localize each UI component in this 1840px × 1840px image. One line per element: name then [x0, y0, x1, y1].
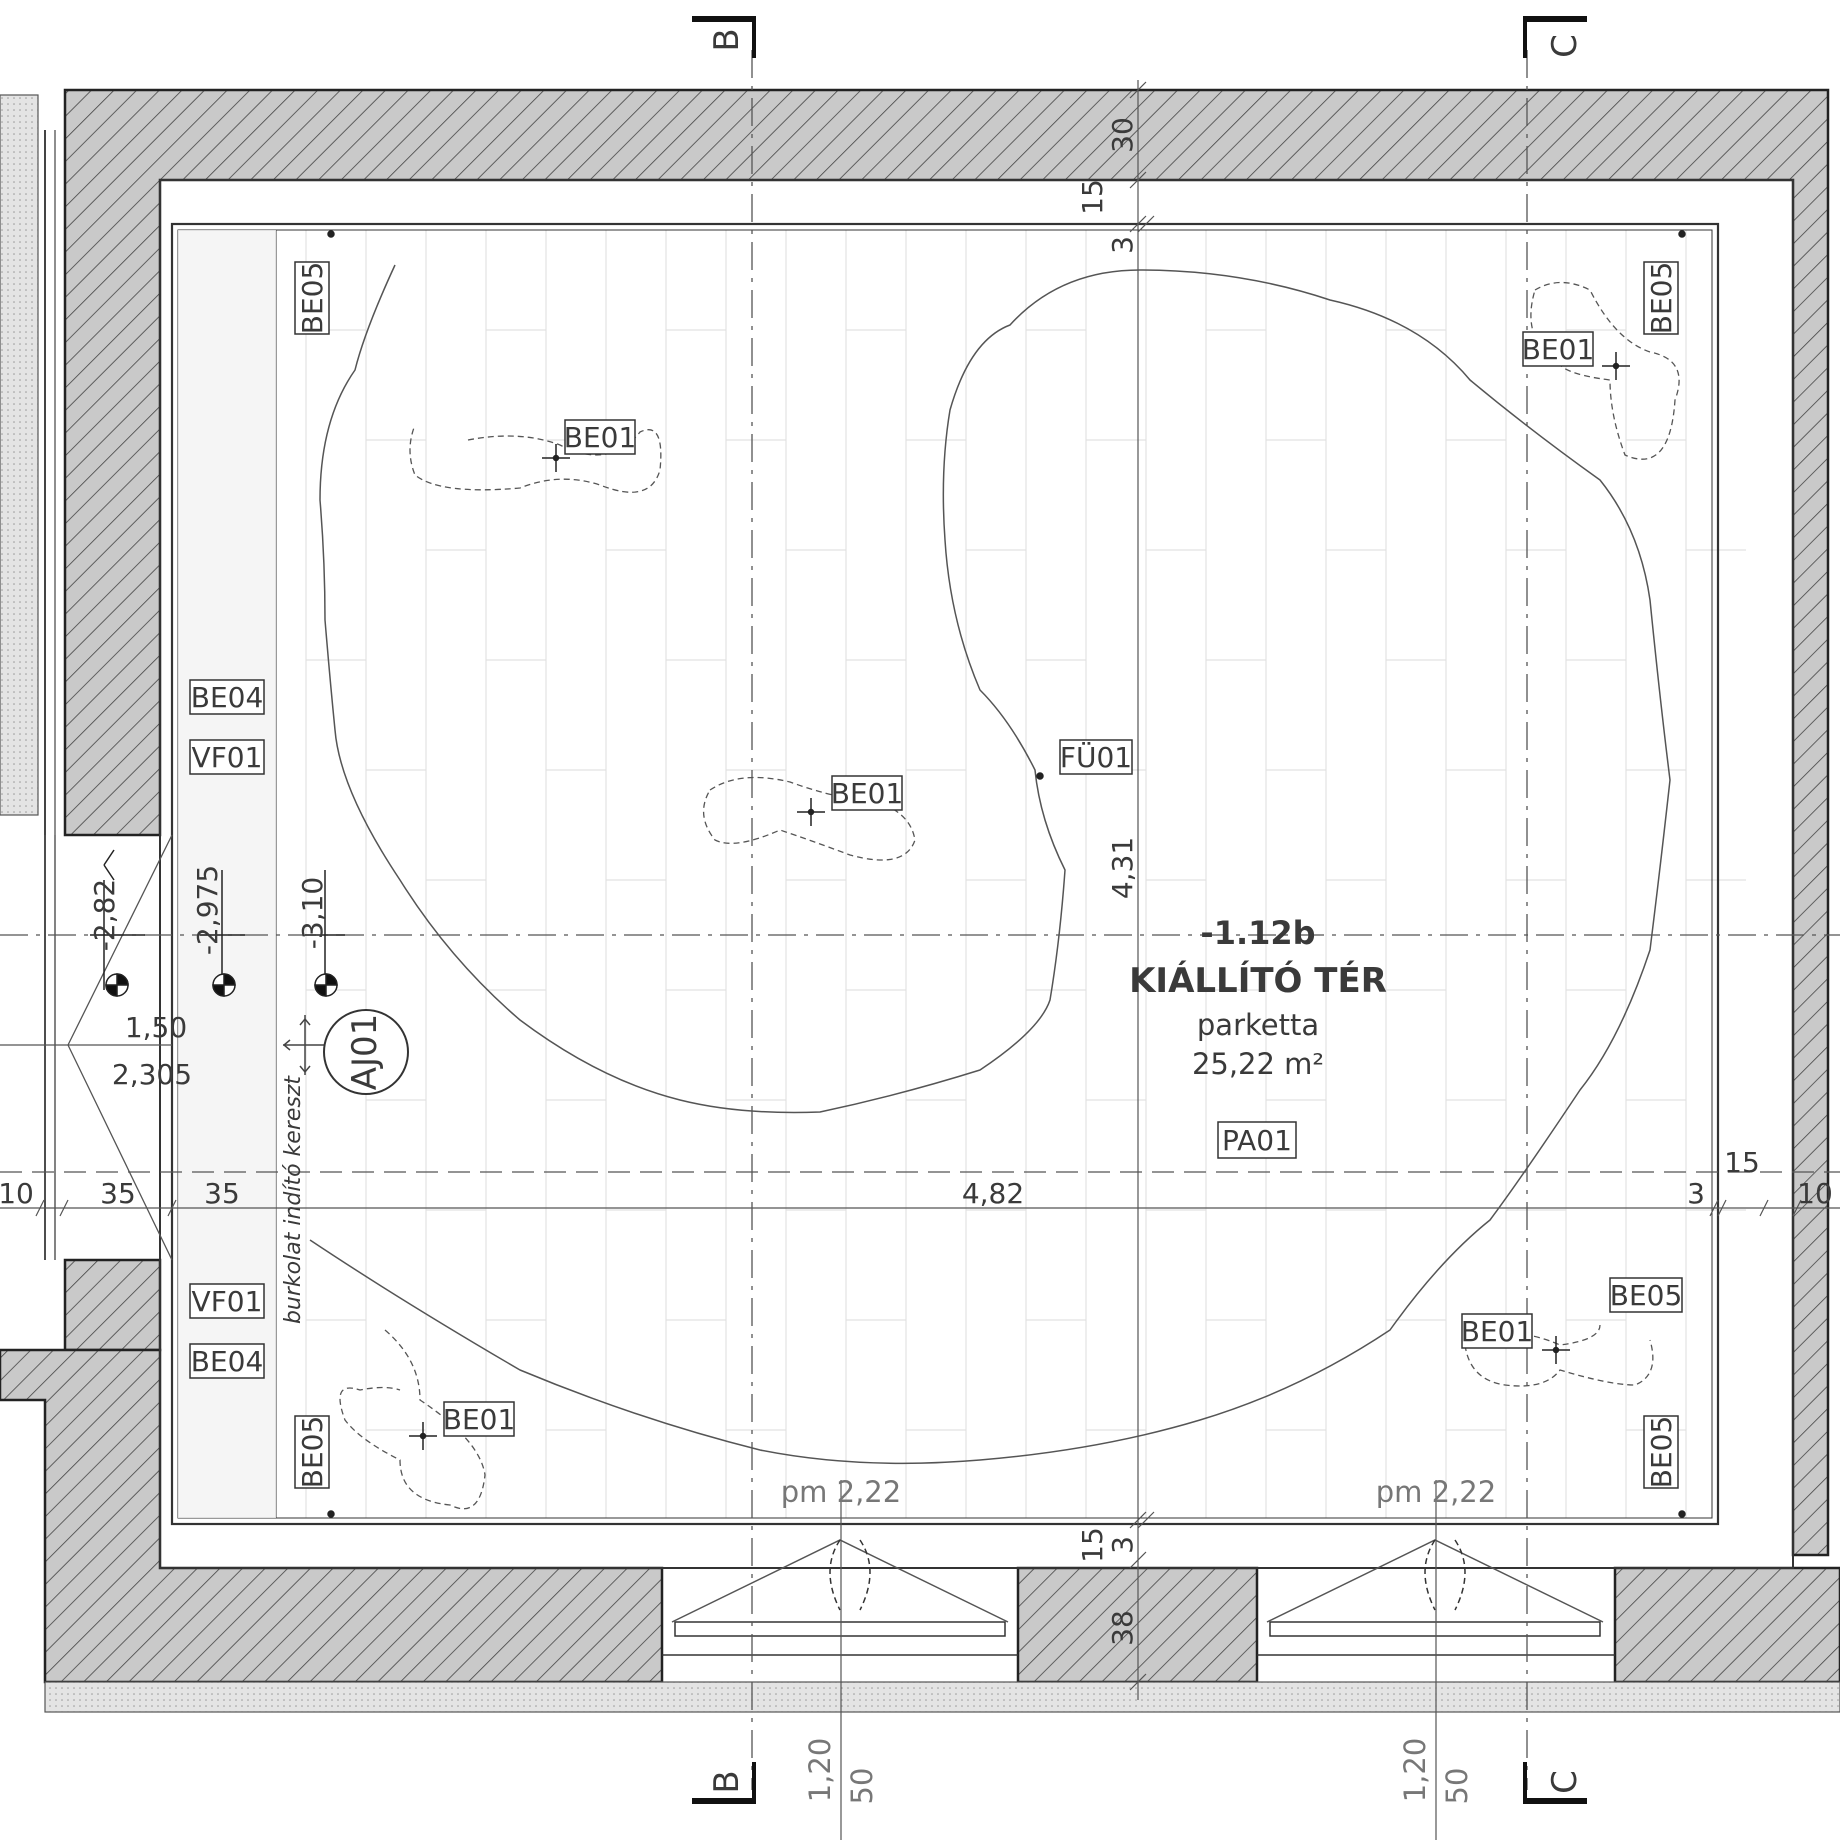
svg-text:3: 3: [1687, 1177, 1705, 1210]
room-floor: parketta: [1197, 1008, 1319, 1042]
svg-text:BE05: BE05: [1645, 1416, 1678, 1489]
tag-be05-tr: BE05: [1643, 261, 1679, 335]
tag-be01-e: BE01: [1461, 1313, 1534, 1349]
left-insulation: [0, 94, 39, 816]
bottom-right-wall: [1613, 1566, 1840, 1684]
svg-text:BE05: BE05: [1645, 262, 1678, 335]
svg-text:FÜ01: FÜ01: [1060, 740, 1132, 774]
room-area: 25,22 m²: [1192, 1047, 1324, 1081]
svg-text:pm 2,22: pm 2,22: [1376, 1475, 1496, 1509]
dimension-lines: [0, 80, 1840, 1840]
tag-be01-c: BE01: [1522, 331, 1595, 367]
svg-text:BE05: BE05: [296, 262, 329, 335]
svg-text:BE04: BE04: [191, 681, 264, 714]
room-label: -1.12b KIÁLLÍTÓ TÉR parketta 25,22 m²: [1129, 914, 1387, 1081]
svg-text:BE01: BE01: [1461, 1315, 1534, 1348]
room-number: -1.12b: [1200, 914, 1315, 952]
svg-text:50: 50: [1440, 1768, 1474, 1805]
svg-text:10: 10: [1797, 1177, 1833, 1210]
level-markers: [90, 849, 345, 997]
door-tag-aj01: AJ01: [323, 1009, 409, 1095]
svg-text:50: 50: [845, 1768, 879, 1805]
tag-be01-b: BE01: [831, 775, 904, 811]
tag-be05-br2: BE05: [1609, 1277, 1683, 1313]
room-outline: [159, 179, 1794, 1569]
svg-text:BE01: BE01: [443, 1403, 516, 1436]
svg-text:-3,10: -3,10: [296, 877, 329, 949]
tag-be04-b: BE04: [189, 1343, 265, 1379]
tag-fu01: FÜ01: [1059, 739, 1133, 775]
svg-text:15: 15: [1724, 1146, 1760, 1179]
axis-c-bottom: C: [1545, 1770, 1585, 1794]
tag-be05-bl: BE05: [294, 1415, 330, 1489]
svg-text:VF01: VF01: [192, 741, 263, 774]
svg-text:38: 38: [1106, 1610, 1139, 1646]
svg-text:3: 3: [1106, 236, 1139, 254]
svg-text:BE01: BE01: [831, 777, 904, 810]
svg-text:BE01: BE01: [564, 421, 637, 454]
svg-text:35: 35: [204, 1177, 240, 1210]
axis-b-top: B: [707, 28, 747, 51]
svg-text:3: 3: [1106, 1536, 1139, 1554]
dimension-texts: 30 15 3 4,31 4,82 10 35 35 3 15 10 15 3 …: [0, 117, 1833, 1804]
tag-be01-d: BE01: [443, 1401, 516, 1437]
start-note: burkolat indító kereszt: [281, 1075, 306, 1324]
svg-text:1,20: 1,20: [1398, 1738, 1432, 1803]
bottom-insulation: [44, 1681, 1840, 1713]
tag-pa01: PA01: [1217, 1121, 1297, 1159]
svg-text:BE05: BE05: [296, 1416, 329, 1489]
tag-vf01-b: VF01: [189, 1283, 265, 1319]
left-lower-wall: [63, 1258, 162, 1352]
plant-contours: [309, 264, 1671, 1465]
fixtures: [327, 230, 1686, 1518]
svg-text:1,20: 1,20: [803, 1738, 837, 1803]
svg-text:VF01: VF01: [192, 1285, 263, 1318]
tag-vf01-a: VF01: [189, 739, 265, 775]
svg-text:4,31: 4,31: [1106, 837, 1139, 899]
room-name: KIÁLLÍTÓ TÉR: [1129, 960, 1387, 1001]
svg-text:BE01: BE01: [1522, 333, 1595, 366]
svg-text:15: 15: [1076, 179, 1109, 215]
axis-c-top: C: [1545, 34, 1585, 58]
windows: [662, 1539, 1615, 1656]
svg-text:35: 35: [100, 1177, 136, 1210]
svg-text:2,305: 2,305: [112, 1058, 192, 1091]
tag-be01-a: BE01: [564, 419, 637, 455]
svg-text:AJ01: AJ01: [345, 1014, 385, 1091]
svg-text:4,82: 4,82: [962, 1177, 1024, 1210]
left-door: [0, 834, 173, 1261]
svg-text:15: 15: [1076, 1527, 1109, 1563]
tag-be05-tl: BE05: [294, 261, 330, 335]
parquet-pattern: [305, 230, 1746, 1518]
svg-text:BE04: BE04: [191, 1345, 264, 1378]
svg-text:10: 10: [0, 1177, 34, 1210]
axis-b-bottom: B: [707, 1770, 747, 1793]
axis-markers: B C B C: [692, 16, 1587, 1804]
svg-text:-2,82: -2,82: [88, 879, 121, 951]
svg-text:PA01: PA01: [1222, 1124, 1292, 1157]
svg-text:-2,975: -2,975: [191, 865, 224, 955]
tags: BE05 BE05 BE05 BE05 BE05 BE01 BE01 BE01: [189, 261, 1683, 1489]
svg-text:30: 30: [1106, 117, 1139, 153]
tag-be04-a: BE04: [189, 679, 265, 715]
svg-text:pm 2,22: pm 2,22: [781, 1475, 901, 1509]
tag-be05-br: BE05: [1643, 1415, 1679, 1489]
svg-text:1,50: 1,50: [125, 1011, 187, 1044]
svg-text:BE05: BE05: [1610, 1279, 1683, 1312]
